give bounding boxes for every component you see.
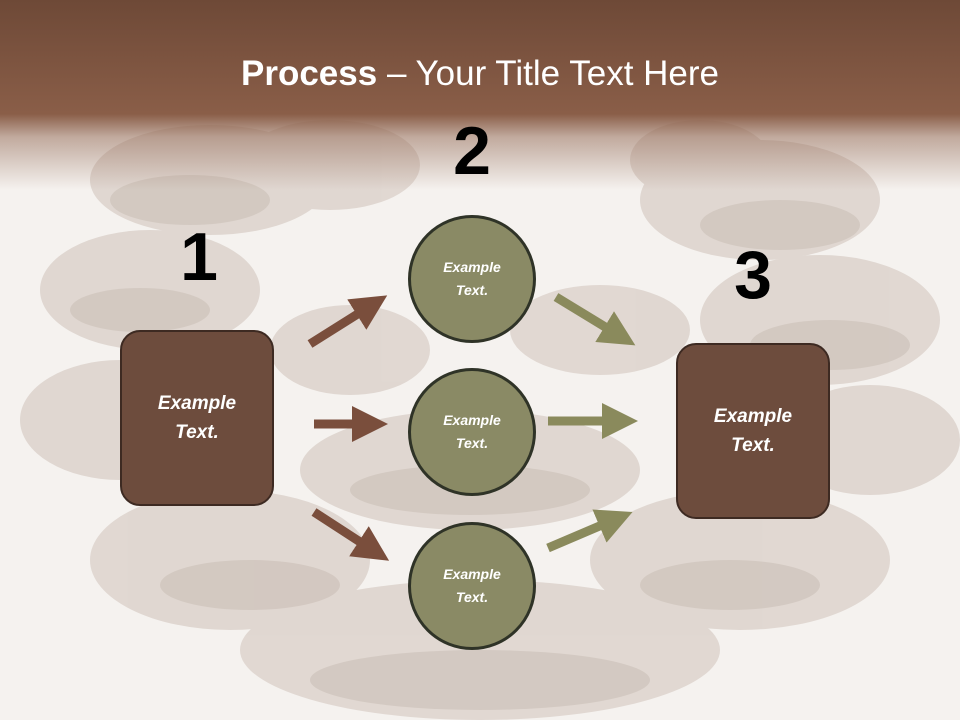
title-bold: Process bbox=[241, 54, 378, 93]
middle-circle-top-text: Example Text. bbox=[443, 259, 501, 298]
step-1-text: Example Text. bbox=[157, 393, 237, 443]
middle-circle-bottom-text: Example Text. bbox=[443, 566, 501, 605]
middle-circle-top: Example Text. bbox=[408, 215, 536, 343]
header-band bbox=[0, 0, 960, 190]
step-3-box: Example Text. bbox=[676, 343, 830, 519]
step-number-1: 1 bbox=[180, 219, 218, 295]
middle-circle-center-text: Example Text. bbox=[443, 412, 501, 451]
step-3-text: Example Text. bbox=[713, 406, 793, 456]
step-1-box: Example Text. bbox=[120, 330, 274, 506]
slide-title: Process – Your Title Text Here bbox=[0, 52, 960, 96]
step-number-3: 3 bbox=[734, 237, 772, 313]
middle-circle-bottom: Example Text. bbox=[408, 522, 536, 650]
step-number-2: 2 bbox=[453, 113, 491, 189]
middle-circle-center: Example Text. bbox=[408, 368, 536, 496]
title-rest: – Your Title Text Here bbox=[377, 54, 719, 93]
